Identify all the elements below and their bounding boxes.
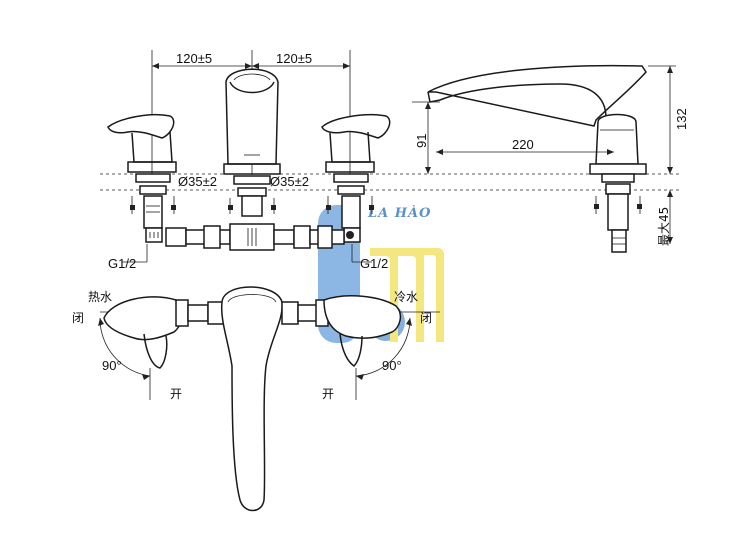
connection-pipes: [165, 223, 345, 251]
spout-side-view: [427, 64, 647, 253]
right-rotation-arc: [355, 317, 412, 400]
max-thickness-label: 最大45: [657, 207, 671, 246]
left-rotation-arc: [98, 317, 151, 400]
hole-right-label: Ø35±2: [270, 174, 309, 189]
right-deck-handle: [321, 113, 391, 243]
hot-water-label: 热水: [88, 290, 112, 304]
watermark-text: LA HÀO: [367, 205, 431, 221]
closed-right-label: 闭: [420, 311, 432, 325]
spout-height-label: 91: [414, 134, 429, 148]
cold-water-label: 冷水: [394, 290, 418, 304]
center-spout-front: [223, 68, 281, 217]
angle-left-label: 90°: [102, 358, 122, 373]
angle-right-label: 90°: [382, 358, 402, 373]
spout-reach-label: 220: [512, 137, 534, 152]
thread-left-label: G1/2: [108, 256, 136, 271]
total-height-label: 132: [674, 108, 689, 130]
open-left-label: 开: [170, 387, 182, 401]
hole-left-label: Ø35±2: [178, 174, 217, 189]
spacing-left-label: 120±5: [176, 51, 212, 66]
left-deck-handle: [107, 113, 177, 243]
wall-mixer-front: [103, 286, 402, 512]
closed-left-label: 闭: [72, 311, 84, 325]
spacing-right-label: 120±5: [276, 51, 312, 66]
thread-right-label: G1/2: [360, 256, 388, 271]
open-right-label: 开: [322, 387, 334, 401]
